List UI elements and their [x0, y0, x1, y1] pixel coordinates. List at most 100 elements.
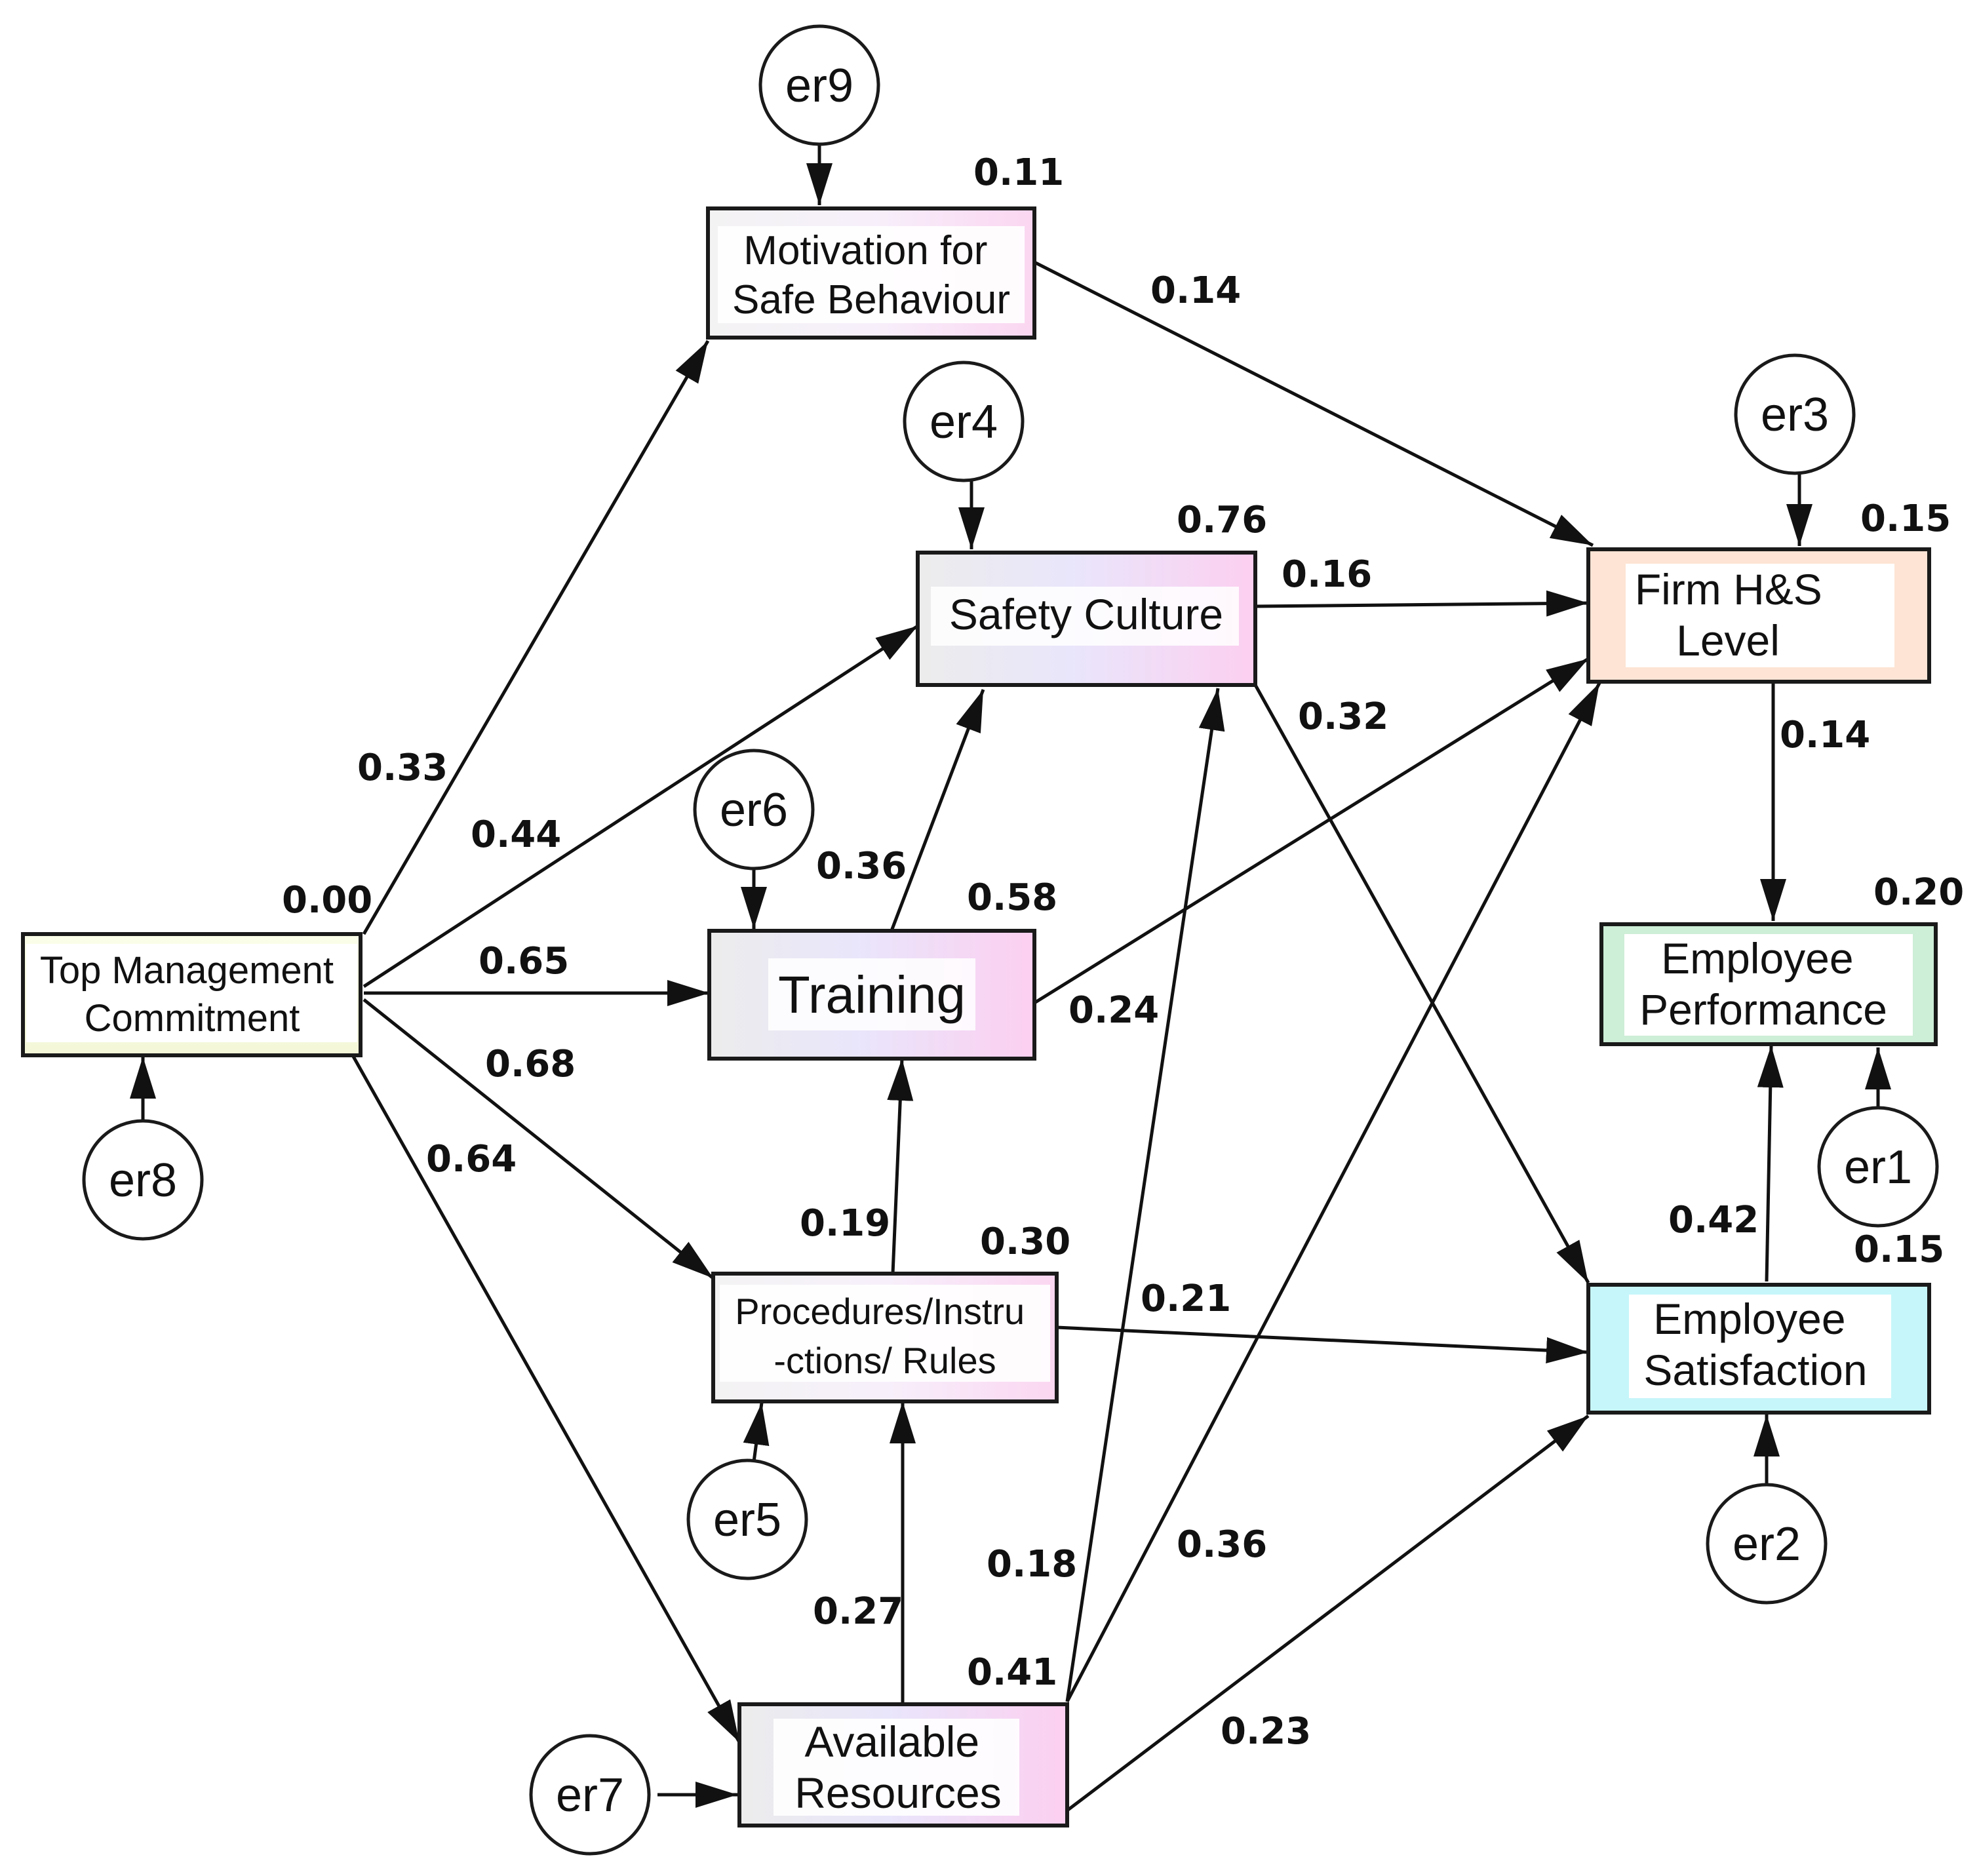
- coef-tr-fhs: 0.24: [1068, 989, 1159, 1032]
- node-label-line: Commitment: [85, 997, 300, 1040]
- path-pir-es: [1056, 1325, 1589, 1363]
- node-label-line: Available: [805, 1717, 980, 1766]
- svg-text:Employee Performance: Employee Performance: [1639, 934, 1887, 1034]
- error-er6: er6: [693, 749, 815, 870]
- r-squared-values: 0.00 0.11 0.76 0.58 0.30 0.41 0.15 0.20 …: [282, 151, 1964, 1694]
- node-label-line: Safe Behaviour: [732, 277, 1010, 322]
- error-label: er6: [720, 784, 788, 836]
- coef-pir-es: 0.21: [1141, 1278, 1231, 1320]
- path-tr-sc: [890, 689, 985, 931]
- node-label-line: Performance: [1639, 985, 1887, 1034]
- path-ar-fhs: [1065, 682, 1601, 1703]
- node-label-line: Motivation for: [743, 228, 987, 273]
- coef-tmc-msb: 0.33: [357, 747, 448, 789]
- error-er8: er8: [82, 1119, 204, 1241]
- node-employee-performance: Employee Performance: [1599, 922, 1938, 1046]
- node-available-resources: Available Resources: [737, 1702, 1069, 1827]
- node-firm-hs-level: Firm H&S Level: [1586, 547, 1931, 684]
- path-coefficients: 0.33 0.44 0.65 0.68 0.64 0.14 0.16 0.32 …: [357, 269, 1870, 1753]
- error-er2: er2: [1706, 1483, 1828, 1605]
- node-motivation-safe-behaviour: Motivation for Safe Behaviour: [706, 206, 1036, 340]
- path-tmc-msb: [362, 340, 710, 935]
- coef-sc-fhs: 0.16: [1282, 553, 1372, 596]
- svg-text:Motivation for Safe Beha: Motivation for Safe Behaviour: [732, 228, 1010, 322]
- r2-available-resources: 0.41: [967, 1651, 1057, 1694]
- svg-text:Employee Satisfaction: Employee Satisfaction: [1643, 1295, 1867, 1394]
- error-terms: er9 er4 er3 er6 er8 er5 er7 er1: [82, 24, 1939, 1856]
- error-label: er2: [1733, 1518, 1801, 1571]
- coef-msb-fhs: 0.14: [1150, 269, 1241, 312]
- coef-tmc-ar: 0.64: [426, 1138, 517, 1181]
- node-label-line: Top Management: [40, 949, 334, 992]
- coef-ar-es: 0.23: [1221, 1710, 1311, 1753]
- error-er7: er7: [529, 1734, 651, 1856]
- path-pir-tr: [887, 1058, 914, 1274]
- coef-tmc-tr: 0.65: [479, 940, 569, 983]
- node-label-line: Training: [778, 966, 966, 1024]
- coef-es-ep: 0.42: [1668, 1199, 1759, 1241]
- r2-procedures-instructions-rules: 0.30: [980, 1221, 1070, 1263]
- node-label-line: Procedures/Instru: [735, 1291, 1025, 1332]
- error-er9: er9: [758, 24, 880, 146]
- error-label: er7: [556, 1769, 624, 1822]
- r2-employee-performance: 0.20: [1873, 871, 1964, 914]
- error-er4: er4: [903, 361, 1025, 482]
- r2-employee-satisfaction: 0.15: [1854, 1228, 1944, 1271]
- coef-ar-pir: 0.27: [813, 1590, 903, 1633]
- coef-tmc-pir: 0.68: [485, 1043, 576, 1085]
- r2-safety-culture: 0.76: [1177, 499, 1267, 541]
- node-safety-culture: Safety Culture: [916, 551, 1257, 687]
- path-sc-es: [1253, 684, 1590, 1284]
- node-training: Training: [707, 929, 1036, 1061]
- r2-firm-hs-level: 0.15: [1860, 498, 1951, 540]
- svg-text:Safety Culture: Safety Culture: [949, 590, 1223, 638]
- error-er1: er1: [1817, 1106, 1939, 1228]
- path-msb-fhs: [1033, 260, 1594, 547]
- path-sc-fhs: [1255, 590, 1589, 617]
- coef-ar-sc: 0.18: [987, 1543, 1077, 1586]
- r2-motivation-safe-behaviour: 0.11: [973, 151, 1064, 194]
- path-tr-fhs: [1033, 657, 1590, 1005]
- node-employee-satisfaction: Employee Satisfaction: [1586, 1283, 1931, 1415]
- svg-text:Firm H&S Level: Firm H&S Level: [1635, 565, 1834, 665]
- svg-text:Training: Training: [778, 966, 966, 1024]
- node-label-line: Employee: [1653, 1295, 1846, 1343]
- node-label-line: Level: [1676, 616, 1780, 665]
- coef-ar-fhs: 0.36: [1177, 1523, 1267, 1566]
- error-label: er9: [785, 60, 853, 112]
- error-er5: er5: [686, 1458, 808, 1580]
- coef-fhs-ep: 0.14: [1780, 714, 1870, 756]
- coef-pir-tr: 0.19: [800, 1202, 890, 1245]
- error-er3: er3: [1734, 353, 1856, 475]
- coef-tmc-sc: 0.44: [471, 813, 561, 856]
- path-ar-sc: [1065, 688, 1225, 1702]
- paths: [351, 260, 1786, 1812]
- svg-text:Top Management Commitmen: Top Management Commitment: [40, 949, 344, 1040]
- node-label-line: Satisfaction: [1643, 1346, 1867, 1394]
- error-label: er3: [1761, 389, 1829, 441]
- error-label: er1: [1844, 1141, 1912, 1194]
- coef-sc-es: 0.32: [1298, 695, 1388, 738]
- node-label-line: Safety Culture: [949, 590, 1223, 638]
- node-procedures-instructions-rules: Procedures/Instru -ctions/ Rules: [711, 1272, 1059, 1403]
- path-ar-es: [1066, 1415, 1590, 1812]
- r2-training: 0.58: [967, 876, 1057, 919]
- arrow-er5-pir: [743, 1402, 770, 1462]
- path-tmc-sc: [362, 624, 919, 988]
- svg-text:Available Resources: Available Resources: [794, 1717, 1001, 1817]
- node-top-management-commitment: Top Management Commitment: [21, 932, 362, 1057]
- r2-top-management-commitment: 0.00: [282, 879, 372, 922]
- node-label-line: Employee: [1661, 934, 1854, 983]
- node-label-line: Firm H&S: [1635, 565, 1822, 614]
- svg-text:Procedures/Instru -ction: Procedures/Instru -ctions/ Rules: [735, 1291, 1035, 1381]
- error-label: er4: [930, 396, 998, 448]
- path-tmc-ar: [351, 1054, 741, 1744]
- path-tmc-pir: [362, 998, 715, 1280]
- error-label: er8: [109, 1154, 177, 1207]
- node-label-line: -ctions/ Rules: [774, 1340, 996, 1381]
- coef-tr-sc: 0.36: [816, 845, 907, 888]
- path-es-ep: [1757, 1045, 1784, 1282]
- node-label-line: Resources: [794, 1769, 1001, 1817]
- error-label: er5: [713, 1494, 781, 1546]
